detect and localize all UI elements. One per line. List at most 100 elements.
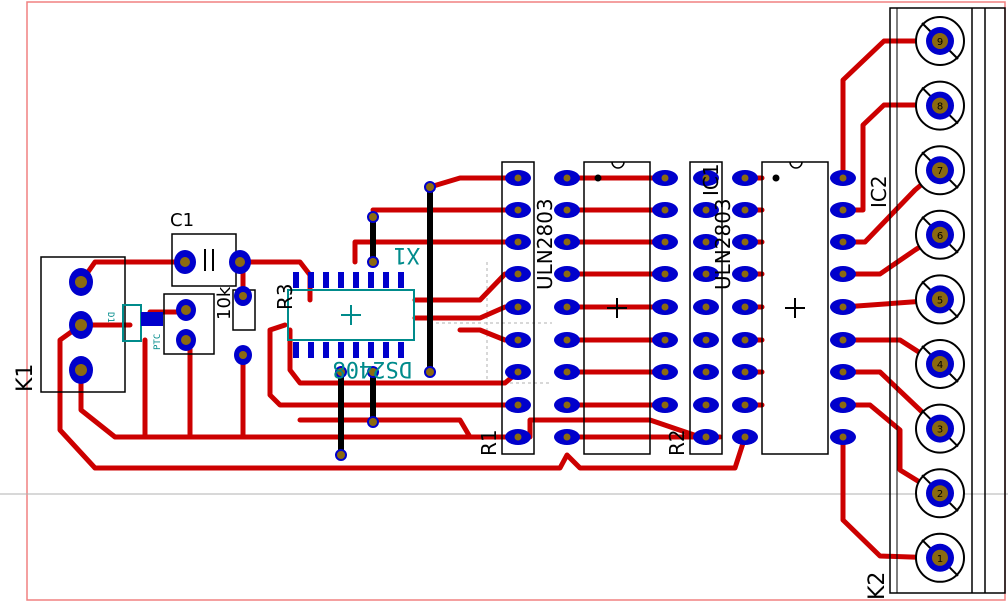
ic-pad bbox=[693, 266, 719, 282]
k1-terminal-3 bbox=[69, 268, 93, 296]
k2-terminal-1: 1 bbox=[915, 532, 965, 583]
label-ptc: PTC bbox=[153, 334, 163, 350]
ds-pad bbox=[383, 342, 389, 358]
k2-terminal-5: 5 bbox=[915, 274, 965, 325]
r1-pack bbox=[501, 161, 535, 455]
ds-pad bbox=[383, 272, 389, 288]
ic-pad bbox=[554, 299, 580, 315]
k2-pin-number: 7 bbox=[937, 166, 943, 177]
label-r1: R1 bbox=[477, 429, 501, 456]
k1-terminal-group bbox=[69, 268, 93, 384]
ic-pad bbox=[554, 332, 580, 348]
label-ds2408: DS2408 bbox=[333, 356, 412, 381]
label-c1: C1 bbox=[170, 210, 194, 231]
k2-pin-number: 8 bbox=[937, 102, 943, 113]
ic-pad bbox=[732, 332, 758, 348]
ds2408-footprint bbox=[287, 289, 415, 341]
ic-pad bbox=[693, 397, 719, 413]
ic-pad bbox=[693, 429, 719, 445]
k2-pin-number: 1 bbox=[937, 554, 943, 565]
jumpers bbox=[338, 184, 433, 458]
ic-pad bbox=[732, 299, 758, 315]
ds-pad bbox=[353, 342, 359, 358]
ic-pad bbox=[732, 234, 758, 250]
ds-pad bbox=[368, 342, 374, 358]
ic-pad bbox=[652, 202, 678, 218]
ds-pad bbox=[368, 272, 374, 288]
ic-pad bbox=[732, 397, 758, 413]
ic-pad bbox=[693, 202, 719, 218]
ic-pad bbox=[693, 170, 719, 186]
r2-pack bbox=[689, 161, 723, 455]
ic2-body bbox=[761, 161, 829, 455]
ic-pad bbox=[732, 429, 758, 445]
ic-pad bbox=[652, 266, 678, 282]
ic-pad bbox=[693, 364, 719, 380]
ic-pad bbox=[505, 397, 531, 413]
ds-pad bbox=[293, 342, 299, 358]
label-k2: K2 bbox=[865, 572, 890, 600]
label-q: 10k bbox=[214, 286, 235, 320]
ic-pad bbox=[830, 364, 856, 380]
ic-pad bbox=[732, 364, 758, 380]
k2-terminal-8: 8 bbox=[915, 80, 965, 131]
ic-pad bbox=[554, 234, 580, 250]
regulator-block bbox=[122, 286, 256, 365]
ds-pad bbox=[398, 342, 404, 358]
ic-pad bbox=[505, 170, 531, 186]
ds-pad bbox=[353, 272, 359, 288]
ic-pad bbox=[830, 332, 856, 348]
ic-pad bbox=[652, 364, 678, 380]
ic-pad bbox=[732, 202, 758, 218]
ic-pad bbox=[505, 332, 531, 348]
k2-pin-number: 9 bbox=[937, 37, 943, 48]
ic-pad bbox=[505, 429, 531, 445]
k2-terminal-7: 7 bbox=[915, 145, 965, 196]
ic-pad bbox=[554, 266, 580, 282]
ds-pad bbox=[323, 272, 329, 288]
k2-pin-number: 5 bbox=[937, 295, 943, 306]
connector-k2 bbox=[889, 7, 1006, 594]
k2-terminal-4: 4 bbox=[915, 339, 965, 389]
ds-pad bbox=[398, 272, 404, 288]
ic-pad bbox=[693, 299, 719, 315]
ic-pad bbox=[505, 364, 531, 380]
ic-pad bbox=[554, 202, 580, 218]
k2-pin-number: 2 bbox=[937, 489, 943, 500]
ic-pad bbox=[554, 364, 580, 380]
ic-pad bbox=[652, 299, 678, 315]
ic-pad bbox=[505, 202, 531, 218]
ic-pad bbox=[830, 397, 856, 413]
ic-pad bbox=[693, 234, 719, 250]
ds-pad bbox=[293, 272, 299, 288]
k2-terminal-2: 2 bbox=[915, 468, 965, 519]
ic-pad bbox=[830, 202, 856, 218]
ic-pad bbox=[554, 170, 580, 186]
ds-pad bbox=[308, 342, 314, 358]
ic-pad bbox=[652, 170, 678, 186]
ic-pad-columns bbox=[505, 170, 856, 445]
ds-pad bbox=[323, 342, 329, 358]
c1-pads bbox=[174, 250, 251, 274]
label-d1: D1 bbox=[105, 312, 115, 323]
label-k1: K1 bbox=[13, 364, 38, 392]
label-ic2: IC2 bbox=[867, 175, 891, 208]
ic-pad bbox=[505, 299, 531, 315]
ds-pad bbox=[308, 272, 314, 288]
ic-pad bbox=[732, 170, 758, 186]
ic-pad bbox=[830, 429, 856, 445]
ic-pad bbox=[830, 170, 856, 186]
ds2408-pads bbox=[293, 272, 404, 358]
ic1-body bbox=[583, 161, 651, 455]
label-uln2: ULN2803 bbox=[711, 198, 735, 290]
label-r3: R3 bbox=[273, 283, 297, 310]
traces bbox=[57, 38, 942, 561]
ic-pad bbox=[830, 234, 856, 250]
jumper-vias bbox=[335, 181, 436, 461]
k2-terminal-3: 3 bbox=[915, 403, 965, 454]
ds-pad bbox=[338, 272, 344, 288]
label-uln1: ULN2803 bbox=[533, 198, 557, 290]
label-r2: R2 bbox=[665, 429, 689, 456]
k2-terminal-9: 9 bbox=[915, 16, 965, 66]
